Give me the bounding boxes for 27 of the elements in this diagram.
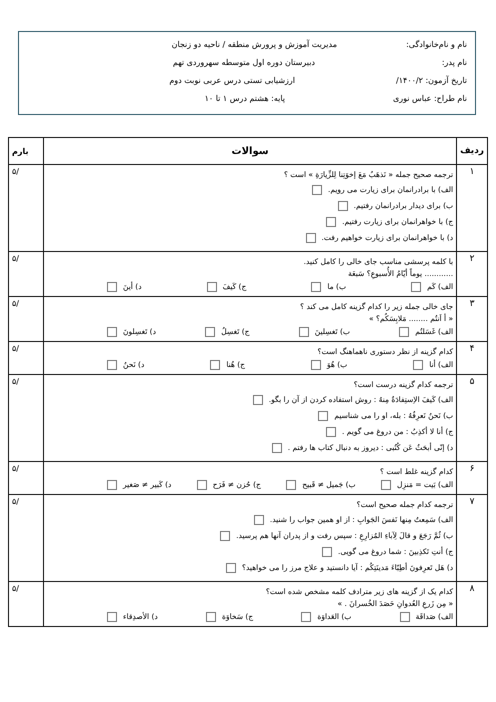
form-field-label: نام و نام‌خانوادگی: — [406, 40, 467, 49]
row-number: ۵ — [456, 374, 488, 462]
form-field-label: نام طراح: عباس نوری — [393, 94, 467, 103]
score-text: /۵ — [8, 342, 44, 374]
row-number: ۴ — [456, 342, 488, 374]
header-text: ارزشیابی تستی درس عربی نوبت دوم — [169, 76, 295, 85]
row-number: ۱ — [456, 164, 488, 252]
score-text: /۵ — [8, 252, 44, 296]
score-text: /۵ — [8, 462, 44, 494]
column-header: ردیف — [456, 138, 488, 164]
header-text: دبیرستان دوره اول متوسطه سهروردی تهم — [172, 58, 315, 67]
score-text: /۵ — [8, 374, 44, 462]
row-number: ۷ — [456, 494, 488, 582]
score-text: /۵ — [8, 164, 44, 252]
row-number: ۲ — [456, 252, 488, 296]
column-header: سوالات — [44, 138, 457, 164]
row-number: ۸ — [456, 582, 488, 626]
header-text: مدیریت آموزش و پرورش منطقه / ناحیه دو زنجان — [172, 40, 337, 49]
score-text: /۵ — [8, 494, 44, 582]
header-text: پایه: هشتم درس ۱ تا ۱۰ — [204, 94, 285, 103]
score-text: /۵ — [8, 582, 44, 626]
row-number: ۶ — [456, 462, 488, 494]
row-number: ۳ — [456, 296, 488, 342]
score-text: /۵ — [8, 296, 44, 342]
form-field-label: تاریخ آزمون: ۱۴۰۰/۲/ — [396, 76, 467, 85]
form-field-label: نام پدر: — [442, 58, 467, 67]
column-header: بارم — [8, 138, 44, 164]
